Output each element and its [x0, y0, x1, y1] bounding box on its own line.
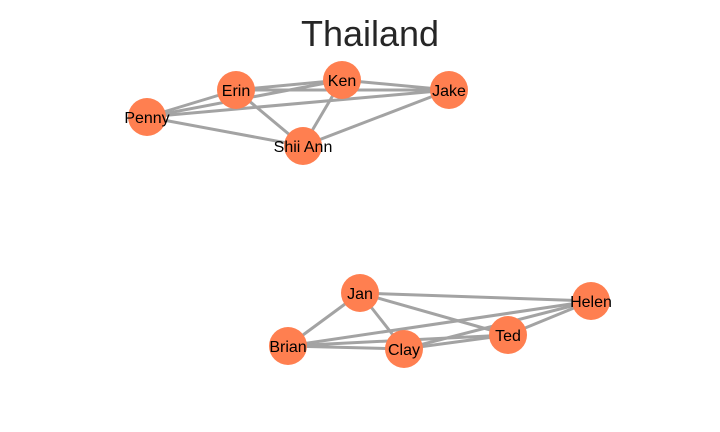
- graph-title: Thailand: [301, 13, 439, 54]
- node-jake: Jake: [430, 71, 468, 109]
- node-shii-ann: Shii Ann: [274, 127, 333, 165]
- node-ted: Ted: [489, 316, 527, 354]
- node-ken: Ken: [323, 61, 361, 99]
- node-label-erin: Erin: [222, 83, 250, 100]
- node-circle-ted: [489, 316, 527, 354]
- node-label-jake: Jake: [432, 83, 466, 100]
- edge-jake-shii-ann: [301, 88, 451, 148]
- node-erin: Erin: [217, 71, 255, 109]
- edge-jan-helen: [358, 291, 593, 303]
- node-circle-ken: [323, 61, 361, 99]
- edge-penny-jake: [145, 88, 451, 119]
- node-label-ted: Ted: [495, 328, 521, 345]
- node-helen: Helen: [570, 282, 612, 320]
- node-circle-jake: [430, 71, 468, 109]
- edge-penny-shii-ann: [145, 115, 305, 148]
- node-jan: Jan: [341, 274, 379, 312]
- node-label-clay: Clay: [388, 342, 420, 359]
- node-label-brian: Brian: [269, 339, 306, 356]
- node-clay: Clay: [385, 330, 423, 368]
- node-circle-penny: [128, 98, 166, 136]
- node-circle-brian: [269, 327, 307, 365]
- node-circle-clay: [385, 330, 423, 368]
- node-label-helen: Helen: [570, 294, 612, 311]
- node-label-penny: Penny: [124, 110, 169, 127]
- node-brian: Brian: [269, 327, 307, 365]
- edge-brian-helen: [286, 299, 593, 348]
- node-circle-jan: [341, 274, 379, 312]
- node-circle-erin: [217, 71, 255, 109]
- node-circle-shii-ann: [284, 127, 322, 165]
- node-label-jan: Jan: [347, 286, 373, 303]
- node-penny: Penny: [124, 98, 170, 136]
- node-label-shii-ann: Shii Ann: [274, 139, 333, 156]
- node-label-ken: Ken: [328, 73, 356, 90]
- node-circle-helen: [572, 282, 610, 320]
